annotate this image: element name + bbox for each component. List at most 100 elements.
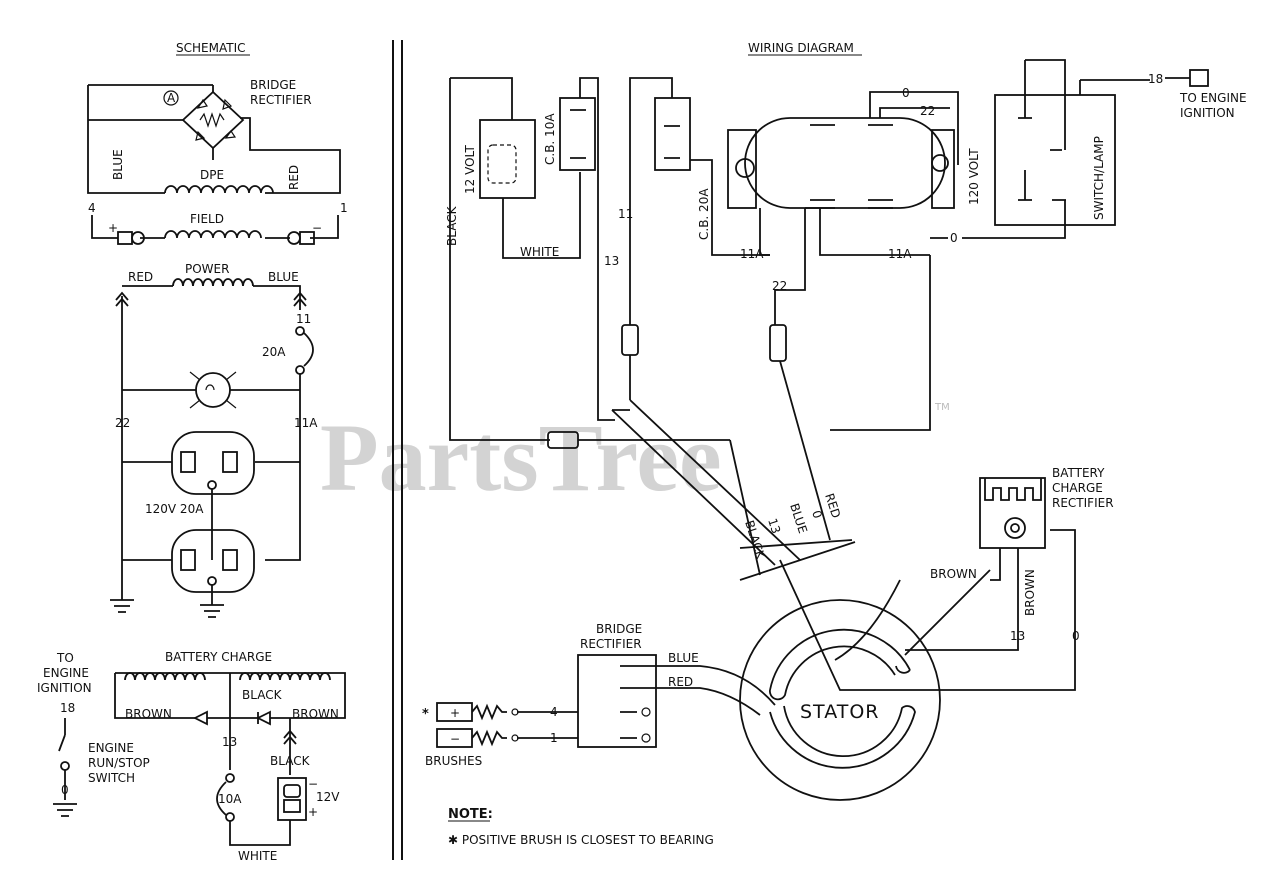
- battery-coil-2: [239, 672, 331, 681]
- cb-20a-label: 20A: [262, 345, 286, 359]
- to-engine-ignition-wd-1: TO ENGINE: [1179, 91, 1247, 105]
- wire-22-mid: 22: [772, 279, 787, 293]
- wire-13-label-bc: 13: [222, 735, 237, 749]
- svg-text:−: −: [308, 777, 318, 791]
- stator: [739, 599, 941, 801]
- bridge-rectifier-symbol: A: [88, 90, 245, 160]
- wire-0-label: 0: [61, 783, 69, 797]
- svg-text:−: −: [312, 221, 322, 235]
- battery-12v-label: 12V: [316, 790, 340, 804]
- battery-charge-section: BATTERY CHARGE BLACK BROWN BROWN 13 10A …: [114, 650, 346, 863]
- a-marker: A: [167, 91, 176, 105]
- brush-symbol: [117, 231, 133, 245]
- battery-charge-rectifier: [979, 477, 1046, 549]
- battery-white-label: WHITE: [238, 849, 277, 863]
- note-title: NOTE:: [448, 807, 493, 822]
- field-label: FIELD: [190, 212, 224, 226]
- wire-bundle-labels: BLACK 13 BLUE 0 RED: [742, 492, 843, 562]
- wire-blue-label: BLUE: [111, 149, 125, 180]
- note-text: ✱ POSITIVE BRUSH IS CLOSEST TO BEARING: [448, 833, 714, 847]
- switch-lamp-label: SWITCH/LAMP: [1092, 136, 1106, 220]
- outlet-12v: [479, 119, 536, 199]
- power-label: POWER: [185, 262, 229, 276]
- wire-brown-label-v: BROWN: [1023, 569, 1037, 616]
- battery-black-label-2: BLACK: [270, 754, 311, 768]
- dpe-label: DPE: [200, 168, 224, 182]
- brushes-label: BRUSHES: [425, 754, 482, 768]
- asterisk: *: [422, 707, 429, 722]
- wd-blue-label: BLUE: [668, 651, 699, 665]
- wire-0-mid: 0: [950, 231, 958, 245]
- battery-brown-label-2: BROWN: [292, 707, 339, 721]
- switch-lamp-box: [994, 94, 1116, 226]
- receptacle-2: [171, 529, 255, 593]
- wire-1-wd: 1: [550, 731, 558, 745]
- watermark: PartsTree: [320, 404, 722, 511]
- wiring-diagram-title: WIRING DIAGRAM: [748, 41, 854, 55]
- wire-11a-label: 11A: [294, 416, 318, 430]
- outlet-12v-label: 12 VOLT: [463, 144, 477, 194]
- dpe-coil: [164, 185, 274, 194]
- wire-4-wd: 4: [550, 705, 558, 719]
- terminal-1: 1: [340, 201, 348, 215]
- bcr-label-1: BATTERY: [1052, 466, 1105, 480]
- terminal-4: 4: [88, 201, 96, 215]
- engine-switch-section: TO ENGINE IGNITION 18 0 ENGINE RUN/STOP …: [37, 651, 150, 817]
- wire-red-label-2: RED: [128, 270, 153, 284]
- battery-brown-label-1: BROWN: [125, 707, 172, 721]
- wire-18-label: 18: [60, 701, 75, 715]
- connector-black: [547, 431, 579, 449]
- cb-10a-label: C.B. 10A: [543, 113, 557, 165]
- svg-text:13: 13: [765, 517, 783, 536]
- bridge-rectifier-box: [577, 654, 657, 748]
- wire-brown-label-h: BROWN: [930, 567, 977, 581]
- wd-red-label: RED: [668, 675, 693, 689]
- bcr-label-2: CHARGE: [1052, 481, 1103, 495]
- cb-20a-label: C.B. 20A: [697, 188, 711, 240]
- cb-10a-label: 10A: [218, 792, 242, 806]
- svg-text:−: −: [450, 732, 460, 746]
- bridge-rectifier-label-2: RECTIFIER: [250, 93, 312, 107]
- receptacle-120v-label: 120 VOLT: [967, 148, 981, 205]
- to-engine-ignition-wd-2: IGNITION: [1180, 106, 1235, 120]
- wire-13-low: 13: [1010, 629, 1025, 643]
- svg-text:0: 0: [809, 509, 825, 521]
- field-coil: [164, 230, 262, 239]
- bcr-label-3: RECTIFIER: [1052, 496, 1114, 510]
- wire-0-low: 0: [1072, 629, 1080, 643]
- watermark-tm: TM: [934, 402, 950, 413]
- cb-10a: [559, 97, 596, 171]
- bridge-rectifier-label-1: BRIDGE: [250, 78, 296, 92]
- svg-text:BLUE: BLUE: [787, 502, 810, 536]
- ignition-terminal: [1189, 69, 1209, 87]
- lamp-symbol: [195, 372, 231, 408]
- wire-22-top: 22: [920, 104, 935, 118]
- receptacle-1: [171, 431, 255, 495]
- battery-black-label: BLACK: [242, 688, 283, 702]
- wire-black-label: BLACK: [445, 205, 459, 246]
- svg-text:+: +: [108, 221, 118, 235]
- wire-18-wd: 18: [1148, 72, 1163, 86]
- battery-coil-1: [124, 672, 206, 681]
- to-engine-ignition-3: IGNITION: [37, 681, 92, 695]
- schematic-title: SCHEMATIC: [176, 41, 245, 55]
- to-engine-ignition-2: ENGINE: [43, 666, 89, 680]
- engine-switch-label-1: ENGINE: [88, 741, 134, 755]
- connector-22: [769, 324, 787, 362]
- wire-13-label-wd: 13: [604, 254, 619, 268]
- wiring-diagram-section: WIRING DIAGRAM BLACK 12 VOLT WHITE C.B. …: [422, 41, 1247, 847]
- wire-11-label: 11: [296, 312, 311, 326]
- wire-0-top: 0: [902, 86, 910, 100]
- wire-11-label-wd: 11: [618, 207, 633, 221]
- schematic-section: SCHEMATIC A BRIDGE RECTIFIER BLUE RED DP…: [87, 41, 348, 618]
- to-engine-ignition-1: TO: [56, 651, 74, 665]
- battery-charge-title: BATTERY CHARGE: [165, 650, 272, 664]
- svg-text:+: +: [308, 805, 318, 819]
- stator-label: STATOR: [800, 701, 879, 723]
- wire-red-label: RED: [287, 165, 301, 190]
- wd-bridge-rectifier-2: RECTIFIER: [580, 637, 642, 651]
- cb-20a: [654, 97, 691, 171]
- receptacle-label: 120V 20A: [145, 502, 204, 516]
- wire-22-label: 22: [115, 416, 130, 430]
